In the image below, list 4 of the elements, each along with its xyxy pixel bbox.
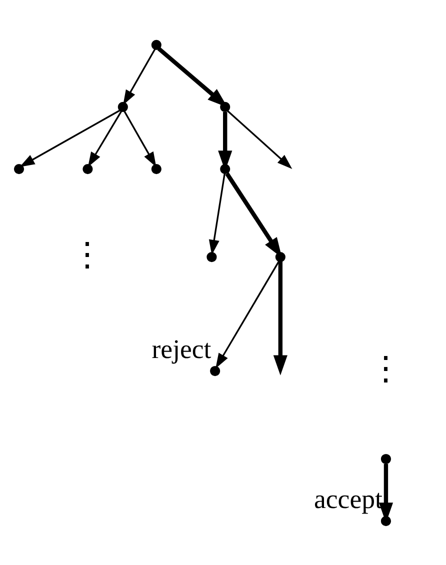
label: ⋮ xyxy=(368,350,403,387)
node-label: reject xyxy=(152,334,212,364)
node-label: accept xyxy=(314,484,382,514)
label: ⋮ xyxy=(70,236,105,273)
